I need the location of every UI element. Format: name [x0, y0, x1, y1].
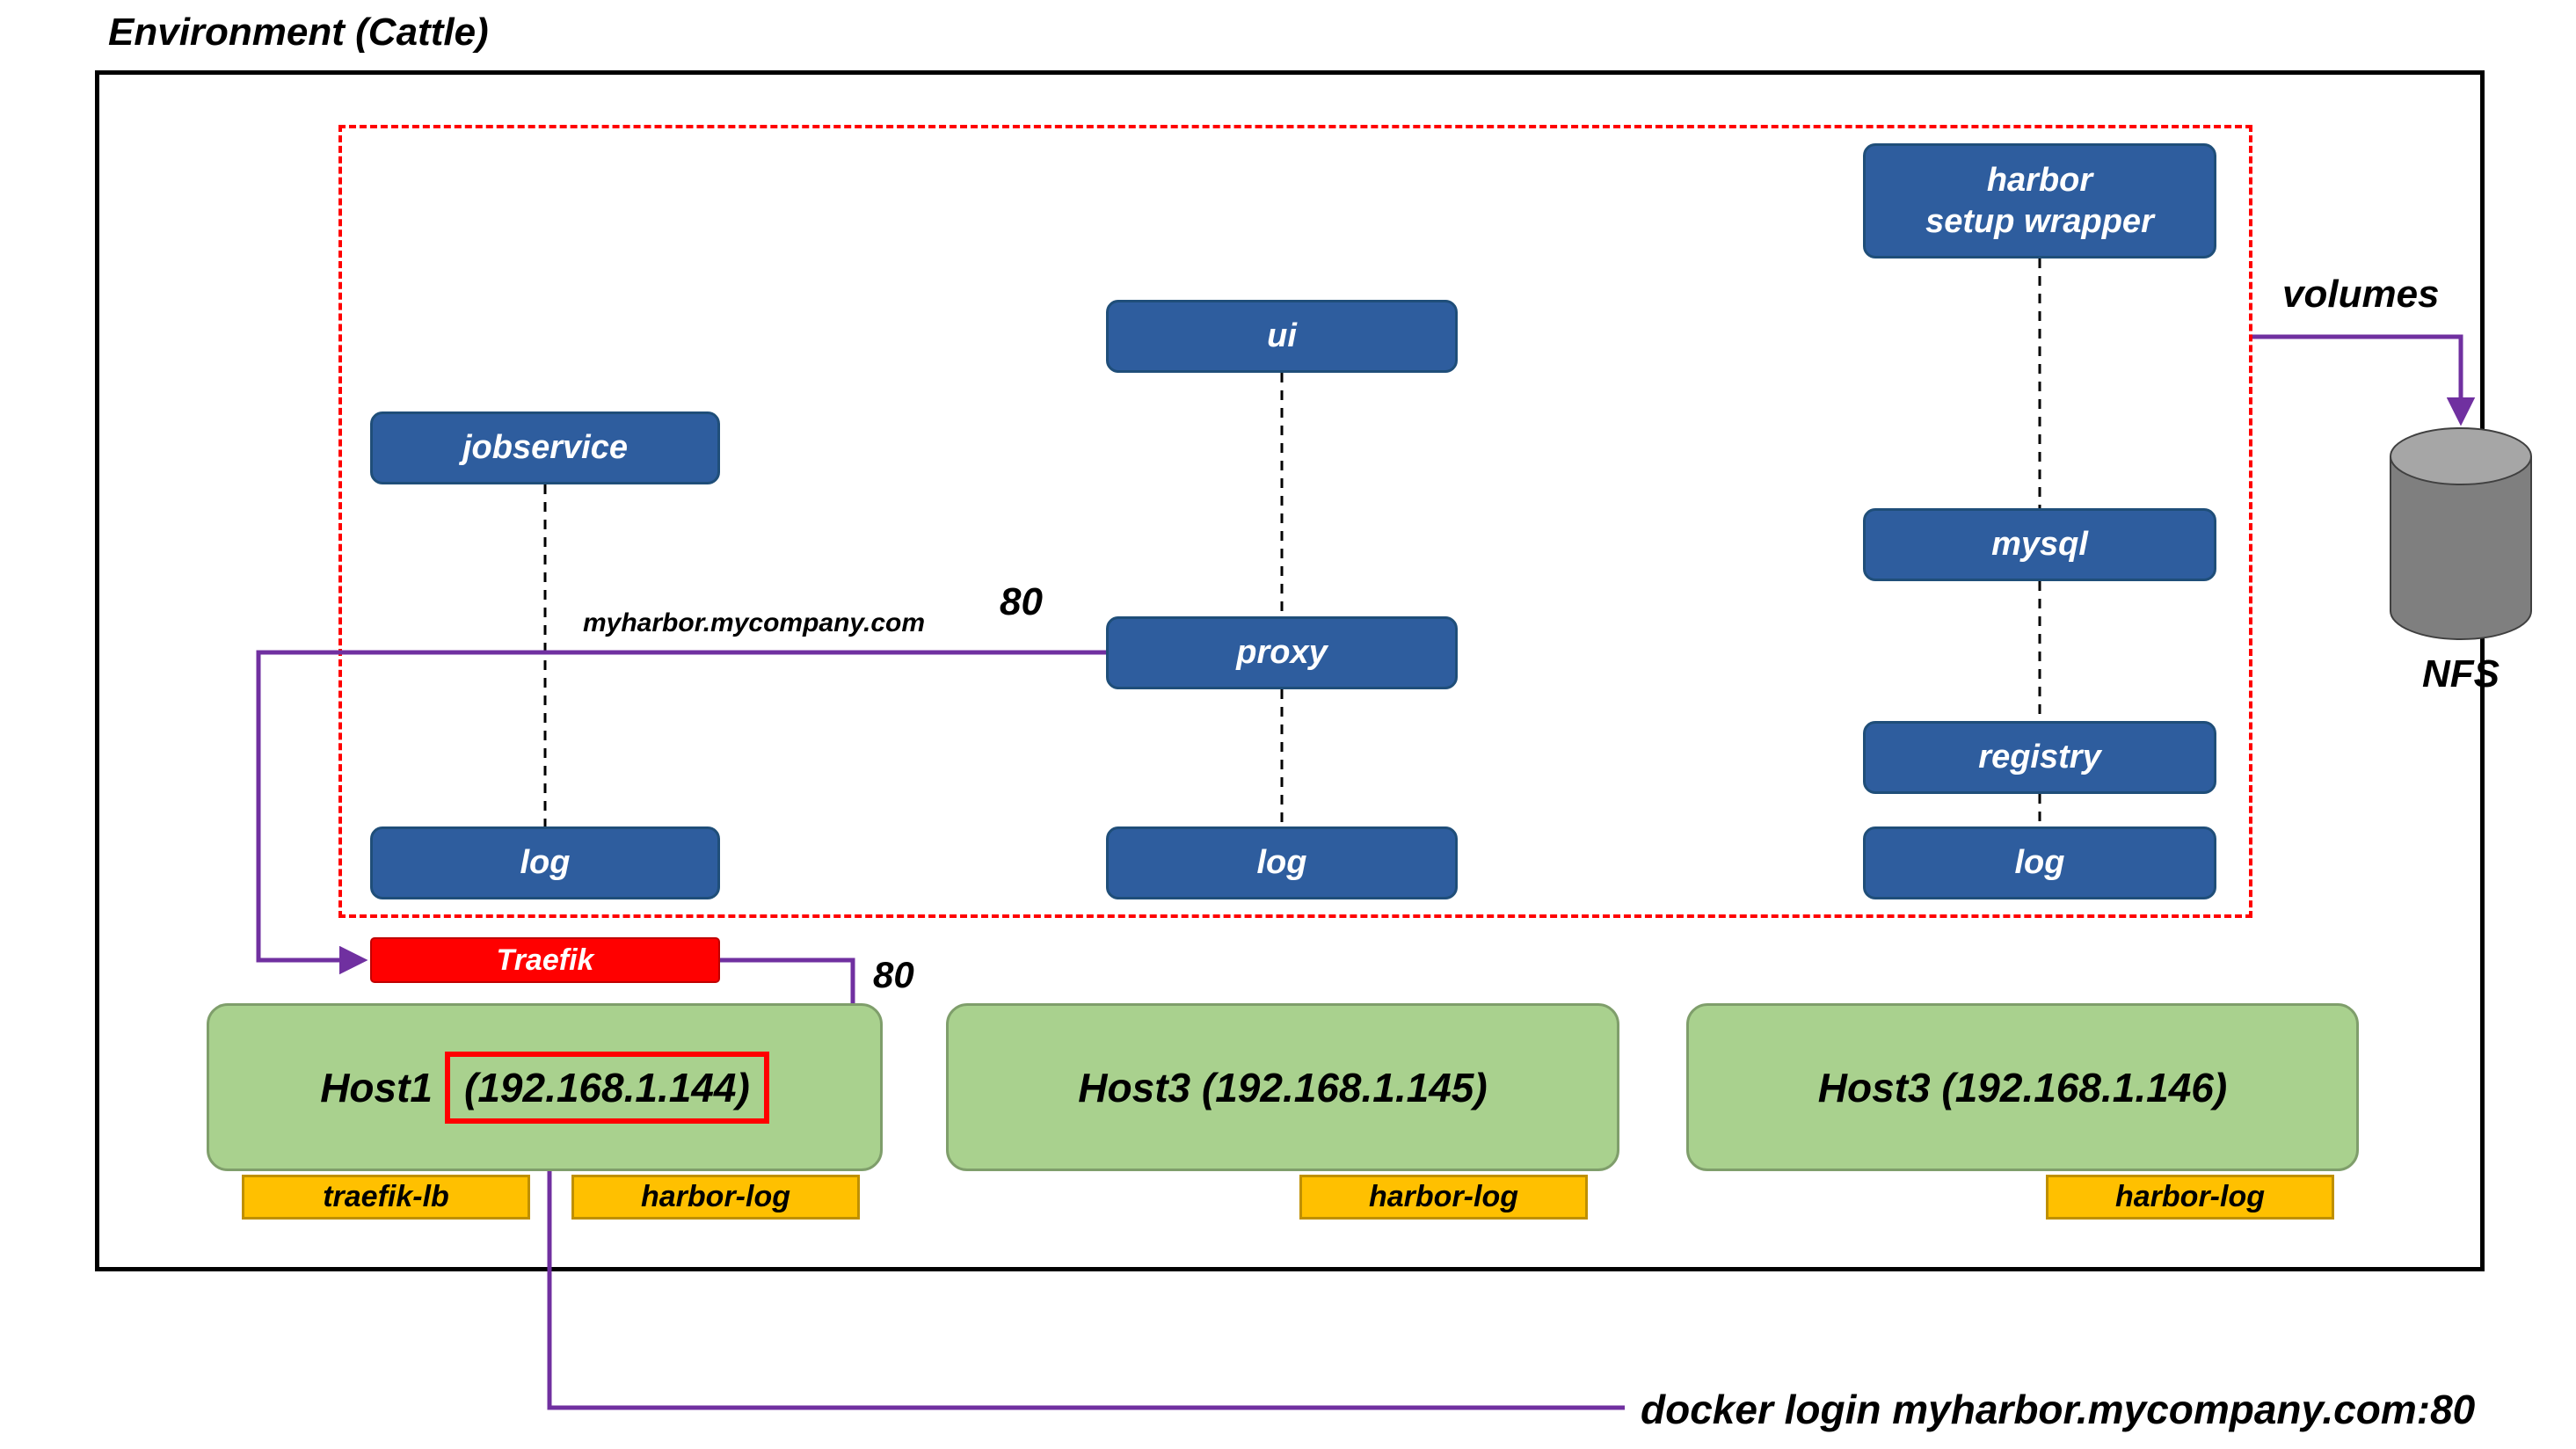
service-label-line2: setup wrapper: [1925, 202, 2154, 240]
harbor-stack-frame: [338, 125, 2252, 918]
nfs-label: NFS: [2422, 652, 2500, 695]
host1-ip-highlight: (192.168.1.144): [445, 1051, 769, 1124]
service-node-registry: registry: [1863, 721, 2216, 794]
host-label-traefik-lb: traefik-lb: [242, 1175, 530, 1220]
service-node-ui: ui: [1106, 300, 1458, 373]
traefik-node: Traefik: [370, 937, 720, 983]
environment-title: Environment (Cattle): [108, 11, 489, 54]
service-node-mysql: mysql: [1863, 508, 2216, 581]
service-node-jobservice: jobservice: [370, 411, 720, 484]
edge-label-volumes: volumes: [2282, 273, 2440, 316]
service-node-harbor-setup-wrapper: harbor setup wrapper: [1863, 143, 2216, 258]
service-node-log-left: log: [370, 826, 720, 899]
service-node-proxy: proxy: [1106, 616, 1458, 689]
edge-label-traefik-port: 80: [873, 954, 914, 995]
host-label-harbor-log-1: harbor-log: [571, 1175, 860, 1220]
host-node-1: Host1 (192.168.1.144): [207, 1003, 883, 1171]
host-label-harbor-log-2: harbor-log: [1299, 1175, 1588, 1220]
edge-label-proxy-port: 80: [1000, 580, 1043, 623]
host-node-2: Host3 (192.168.1.145): [946, 1003, 1619, 1171]
service-node-log-right: log: [1863, 826, 2216, 899]
host1-name: Host1: [320, 1064, 433, 1110]
nfs-cylinder-icon: [2390, 427, 2532, 640]
host-node-3: Host3 (192.168.1.146): [1686, 1003, 2359, 1171]
service-label-line1: harbor: [1986, 162, 2093, 200]
service-node-log-center: log: [1106, 826, 1458, 899]
edge-label-docker-login: docker login myharbor.mycompany.com:80: [1641, 1387, 2476, 1432]
host-label-harbor-log-3: harbor-log: [2046, 1175, 2334, 1220]
edge-label-proxy-domain: myharbor.mycompany.com: [583, 608, 926, 637]
